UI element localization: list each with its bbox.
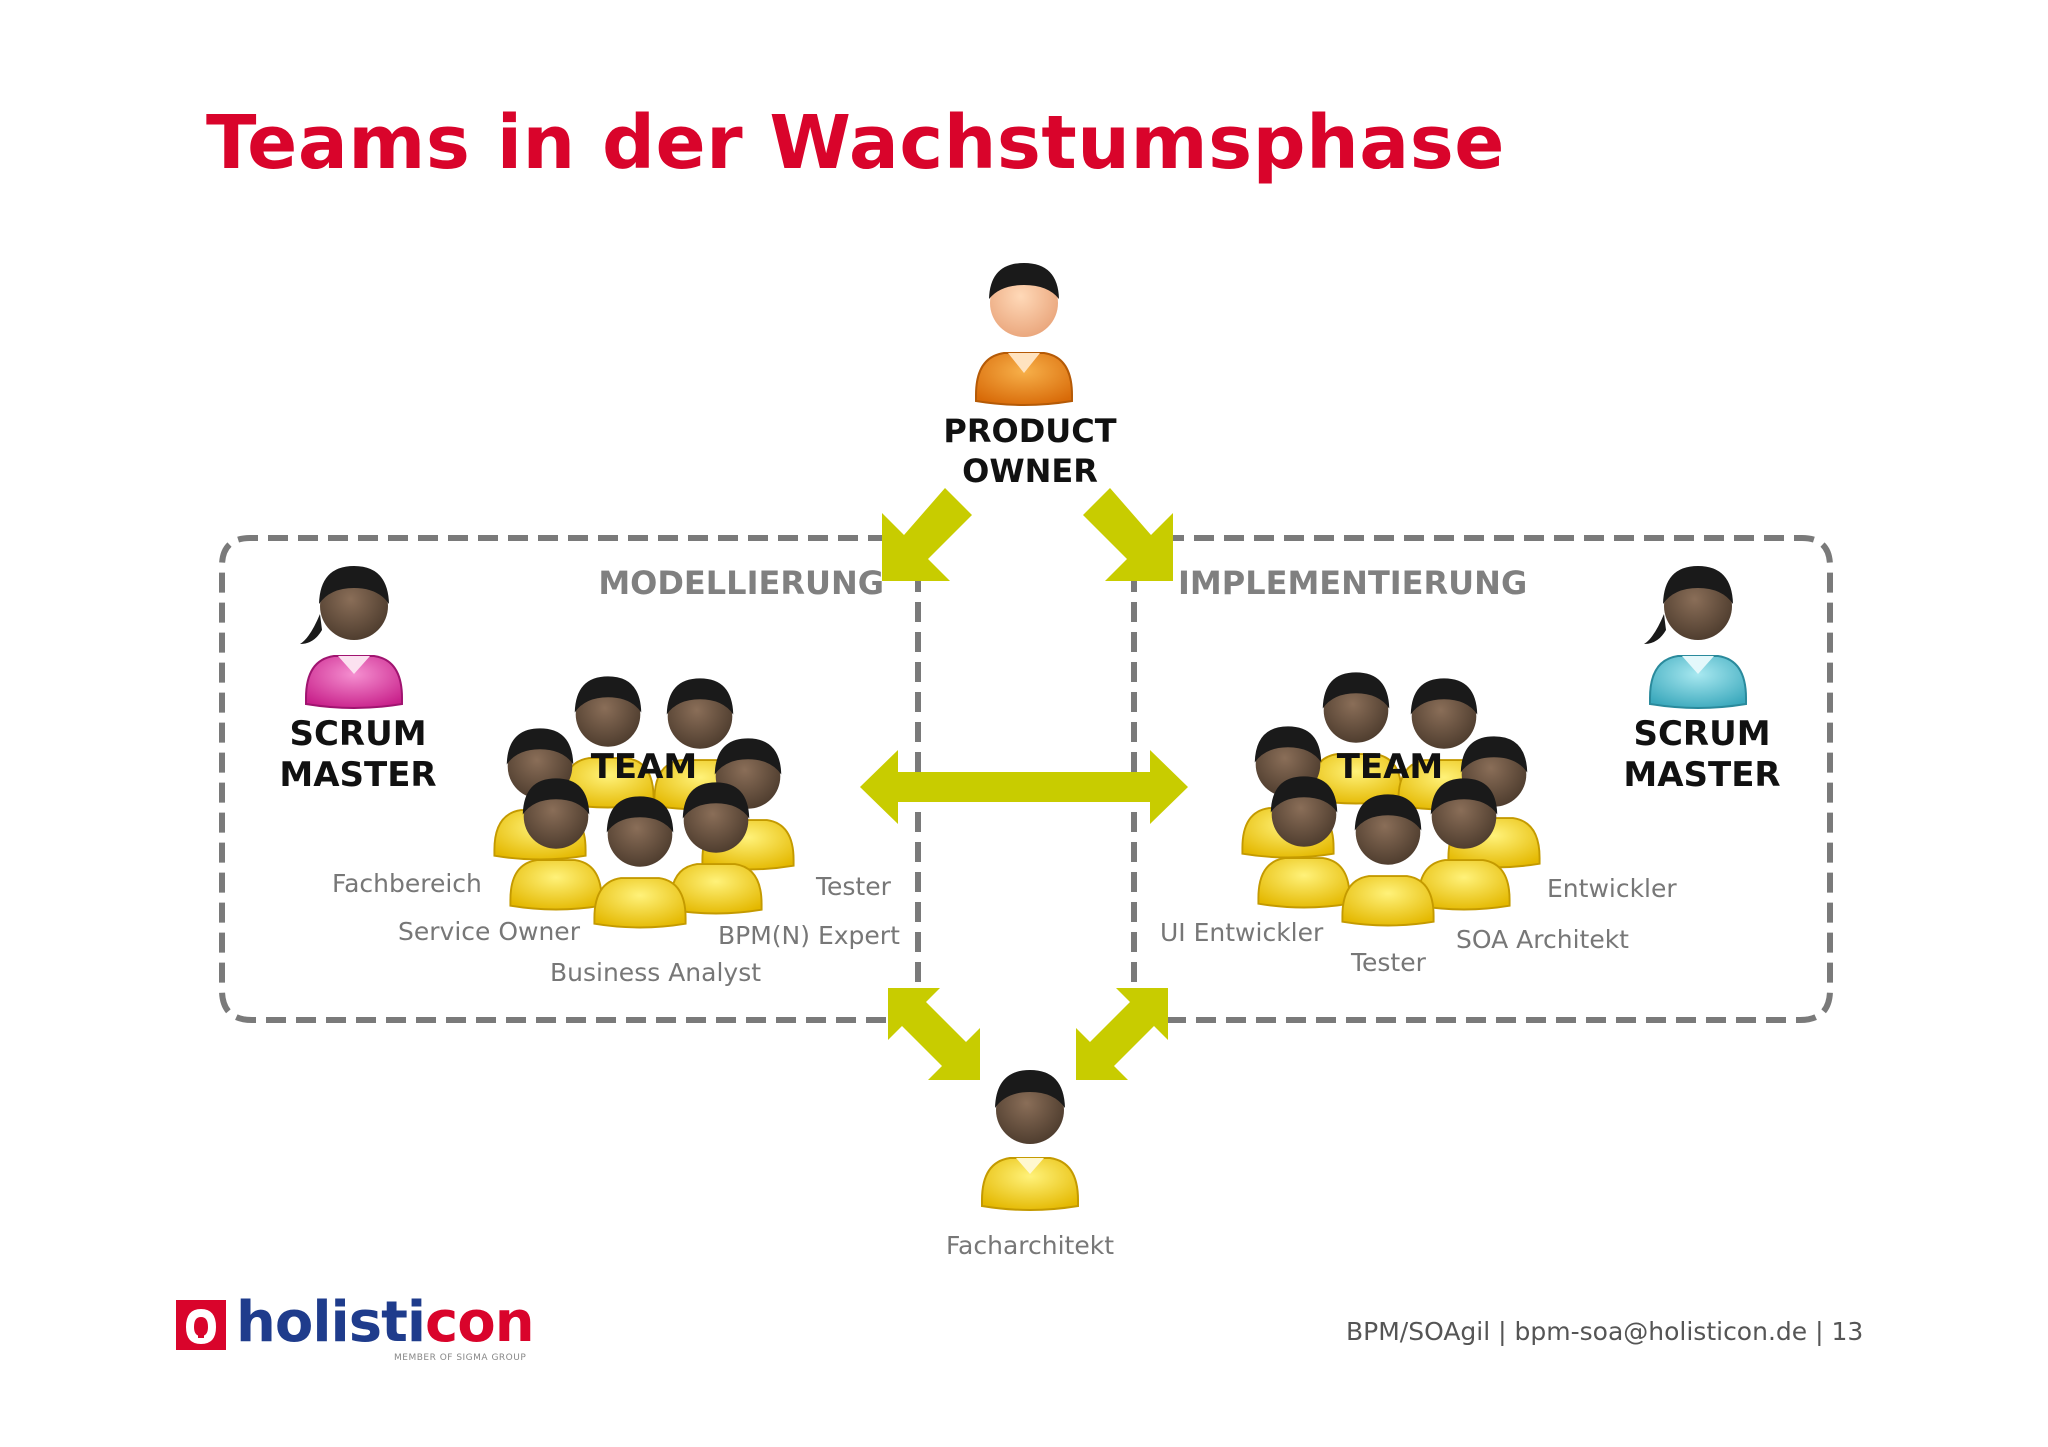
team-left-label: TEAM [591, 747, 698, 787]
holisticon-logo-text: holisticon [236, 1290, 535, 1355]
scrum-master-right-line1: SCRUM [1633, 714, 1770, 754]
team-right-label: TEAM [1337, 747, 1444, 787]
scrum-master-right-person-female-icon [1644, 566, 1747, 709]
team-right-group-icon [1241, 672, 1541, 927]
left-member-service-owner: Service Owner [398, 917, 581, 946]
product-owner-label-line1: PRODUCT [943, 412, 1116, 450]
team-left-group-icon [493, 676, 795, 929]
right-section-heading: IMPLEMENTIERUNG [1178, 564, 1527, 602]
scrum-master-left-line2: MASTER [279, 755, 436, 795]
right-section-border [1131, 535, 1833, 1023]
left-member-business-analyst: Business Analyst [550, 958, 761, 987]
product-owner-label-line2: OWNER [962, 452, 1098, 490]
holisticon-logo-mark-icon [176, 1300, 226, 1350]
right-member-entwickler: Entwickler [1547, 874, 1677, 903]
slide-footer: BPM/SOAgil | bpm-soa@holisticon.de | 13 [1346, 1317, 1864, 1346]
facharchitekt-person-icon [981, 1070, 1079, 1211]
left-section-border [219, 535, 921, 1023]
scrum-master-right-line2: MASTER [1623, 755, 1780, 795]
right-member-ui-entwickler: UI Entwickler [1160, 918, 1324, 947]
slide-title: Teams in der Wachstumsphase [206, 100, 1505, 186]
left-section-heading: MODELLIERUNG [598, 564, 884, 602]
product-owner-person-icon [975, 263, 1073, 406]
logo-text-accent: con [425, 1290, 535, 1355]
logo-tagline: MEMBER OF SIGMA GROUP [394, 1353, 527, 1363]
left-member-fachbereich: Fachbereich [332, 869, 482, 898]
left-member-bpmn-expert: BPM(N) Expert [718, 921, 900, 950]
arrow-icon [860, 488, 1188, 1080]
left-member-tester: Tester [815, 872, 892, 901]
scrum-master-left-person-female-icon [300, 566, 403, 709]
logo-text-prefix: holisti [236, 1290, 426, 1355]
facharchitekt-label: Facharchitekt [946, 1231, 1114, 1260]
scrum-master-left-line1: SCRUM [289, 714, 426, 754]
right-member-soa-architekt: SOA Architekt [1456, 925, 1629, 954]
right-member-tester: Tester [1350, 948, 1427, 977]
holisticon-logo: holisticon MEMBER OF SIGMA GROUP [176, 1290, 556, 1363]
